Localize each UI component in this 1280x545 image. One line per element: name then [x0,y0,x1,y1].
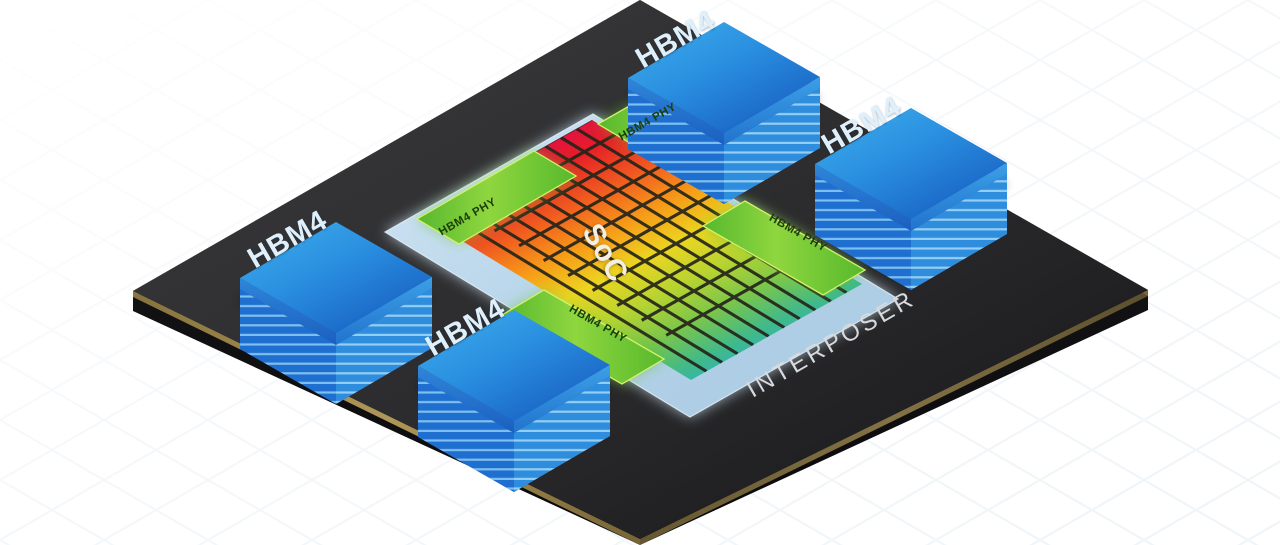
hbm-stack-left [240,222,432,404]
hbm-stack-top [628,22,820,204]
phy-bar-right [701,200,867,296]
hbm-stack-right [815,108,1007,290]
phy-bar-bottom [500,289,666,385]
hbm-stack-bottom [418,310,610,492]
phy-bar-left [415,150,578,245]
